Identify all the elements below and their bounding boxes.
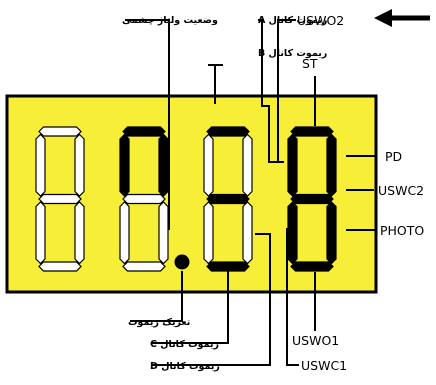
segment-g: [38, 193, 82, 205]
line-channel-c: [152, 270, 229, 344]
line-voltage: [125, 19, 170, 230]
line-uswo2: [277, 19, 296, 162]
segment-a: [38, 126, 82, 137]
segment-d: [122, 261, 166, 272]
digit-1: [35, 126, 85, 272]
segment-d: [38, 261, 82, 272]
segment-g: [122, 193, 166, 205]
segment-f: [119, 133, 130, 197]
segment-c: [158, 201, 169, 265]
left-arrow-icon: [374, 9, 430, 27]
segment-e: [203, 201, 214, 265]
label-uswc1: USWC1: [301, 358, 347, 373]
line-channel-d: [152, 233, 271, 366]
segment-b: [74, 133, 85, 197]
label-uswo1: USWO1: [292, 333, 339, 348]
label-pd: PD: [385, 149, 402, 164]
connector-lines: [125, 19, 376, 366]
segment-a: [290, 126, 334, 137]
decimal-point-icon: [174, 254, 190, 270]
line-uswc1: [286, 228, 299, 366]
segment-e: [35, 201, 46, 265]
label-channel-c: ریموت کانال C: [150, 339, 219, 350]
label-photo: PHOTO: [380, 223, 424, 238]
segment-e: [287, 201, 298, 265]
digit-3: [203, 126, 253, 272]
segment-b: [158, 133, 169, 197]
segment-f: [287, 133, 298, 197]
line-learn: [130, 271, 183, 322]
label-uswo2: USWO2: [297, 13, 344, 28]
segment-c: [74, 201, 85, 265]
segment-a: [122, 126, 166, 137]
segment-c: [326, 201, 337, 265]
segment-f: [203, 133, 214, 197]
label-uswc2: USWC2: [378, 183, 424, 198]
segment-b: [242, 133, 253, 197]
segment-g: [206, 193, 250, 205]
label-learn-remote: تعریک ریموت: [128, 317, 190, 328]
label-voltage-status: وضعیت ولتاژ چشمی: [122, 15, 218, 26]
segment-c: [242, 201, 253, 265]
digit-4: [287, 126, 337, 272]
segment-b: [326, 133, 337, 197]
label-channel-d: ریموت کانال D: [150, 361, 220, 372]
label-st: ST: [302, 56, 318, 71]
segment-g: [290, 193, 334, 205]
segment-a: [206, 126, 250, 137]
segment-e: [119, 201, 130, 265]
segment-f: [35, 133, 46, 197]
segment-d: [206, 261, 250, 272]
label-channel-b: ریموت کانال B: [258, 48, 327, 59]
line-channel-a: [258, 19, 284, 163]
label-channel-a: ریموت کانال A: [258, 15, 327, 26]
segment-d: [290, 261, 334, 272]
